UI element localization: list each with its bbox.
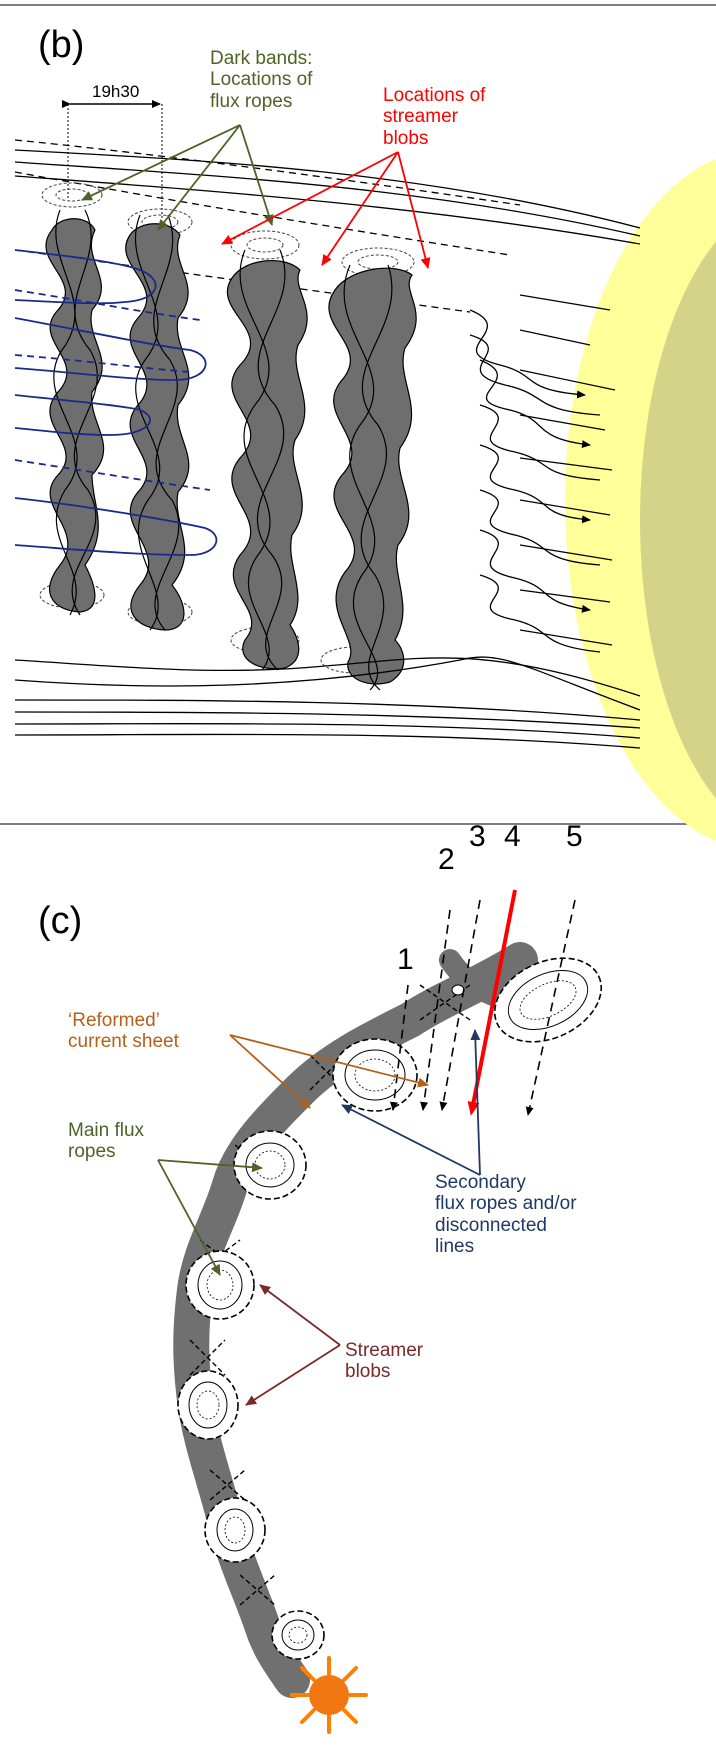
trajectory-label-4: 4 bbox=[504, 820, 521, 853]
flux-rope-oval bbox=[185, 1250, 255, 1320]
spacing-label: 19h30 bbox=[92, 82, 140, 101]
secondary-line-4: lines bbox=[435, 1235, 475, 1257]
trajectory-3 bbox=[439, 899, 481, 1111]
sun-icon bbox=[290, 1656, 368, 1734]
flux-rope-bands bbox=[45, 218, 417, 685]
secondary-arrows bbox=[341, 1029, 481, 1176]
secondary-line-1: Secondary bbox=[435, 1172, 526, 1193]
trajectory-2 bbox=[420, 909, 451, 1111]
streamer-blobs-annotation: Locations of streamer blobs bbox=[383, 85, 485, 149]
flux-rope-oval bbox=[332, 1038, 418, 1112]
sun-disk bbox=[640, 241, 716, 799]
streamer-blobs-line-1: Locations of bbox=[383, 85, 486, 106]
dark-bands-line-1: Dark bands: bbox=[210, 48, 313, 69]
trajectory-label-5: 5 bbox=[566, 820, 583, 853]
trajectory-label-2: 2 bbox=[438, 843, 455, 876]
secondary-line-3: disconnected bbox=[435, 1214, 547, 1236]
panel-b-label: (b) bbox=[38, 24, 85, 66]
flux-rope-band-3 bbox=[226, 259, 308, 670]
blue-dashed-lines bbox=[14, 289, 211, 491]
panel-b bbox=[14, 100, 716, 841]
reformed-line-2: current sheet bbox=[68, 1031, 179, 1053]
streamer-line-1: Streamer bbox=[345, 1340, 424, 1361]
trajectories bbox=[389, 899, 576, 1116]
main-rope-arrows bbox=[157, 1159, 263, 1276]
trajectory-1 bbox=[389, 984, 409, 1111]
trajectory-label-1: 1 bbox=[397, 943, 414, 976]
flux-rope-band-1 bbox=[45, 218, 105, 613]
secondary-rope-small bbox=[451, 984, 465, 996]
trajectory-label-3: 3 bbox=[469, 820, 486, 853]
main-flux-ropes bbox=[177, 957, 603, 1660]
outer-dashed-boundary bbox=[14, 171, 511, 256]
converging-wedge-lines bbox=[519, 294, 616, 646]
streamer-line-2: blobs bbox=[345, 1361, 391, 1383]
background-field-lines bbox=[14, 149, 641, 749]
trajectory-4 bbox=[467, 889, 517, 1116]
flux-rope-oval bbox=[204, 1497, 266, 1563]
outer-dashed-boundary bbox=[14, 139, 521, 206]
reformed-arrows bbox=[229, 1034, 429, 1109]
flux-rope-oval bbox=[271, 1610, 325, 1660]
flux-rope-band-2 bbox=[125, 223, 190, 631]
wavy-outflow-lines bbox=[469, 309, 601, 653]
reformed-line-1: ‘Reformed’ bbox=[68, 1010, 160, 1031]
reformed-annotation: ‘Reformed’ current sheet bbox=[68, 1010, 179, 1053]
dark-bands-line-3: flux ropes bbox=[210, 90, 293, 112]
streamer-blob-arrows bbox=[221, 151, 431, 269]
blue-field-loops bbox=[14, 249, 218, 556]
trajectory-5 bbox=[525, 899, 576, 1116]
panel-c bbox=[157, 889, 603, 1734]
main-ropes-annotation: Main flux ropes bbox=[68, 1120, 144, 1163]
flux-rope-band-4 bbox=[328, 267, 417, 685]
secondary-annotation: Secondary flux ropes and/or disconnected… bbox=[435, 1172, 577, 1257]
dark-bands-line-2: Locations of bbox=[210, 69, 313, 91]
main-ropes-line-2: ropes bbox=[68, 1141, 116, 1163]
secondary-line-2: flux ropes and/or bbox=[435, 1193, 577, 1215]
dark-bands-arrows bbox=[81, 124, 274, 231]
flux-rope-oval bbox=[233, 1130, 307, 1200]
flux-rope-oval bbox=[493, 957, 603, 1043]
streamer-blobs-line-2: streamer bbox=[383, 106, 458, 128]
dark-bands-annotation: Dark bands: Locations of flux ropes bbox=[210, 48, 312, 112]
main-ropes-line-1: Main flux bbox=[68, 1120, 145, 1141]
streamer-annotation: Streamer blobs bbox=[345, 1340, 423, 1383]
flux-rope-oval bbox=[177, 1370, 239, 1440]
streamer-blobs-line-3: blobs bbox=[383, 127, 429, 149]
panel-c-label: (c) bbox=[38, 900, 83, 942]
streamer-arrows bbox=[245, 1284, 341, 1406]
